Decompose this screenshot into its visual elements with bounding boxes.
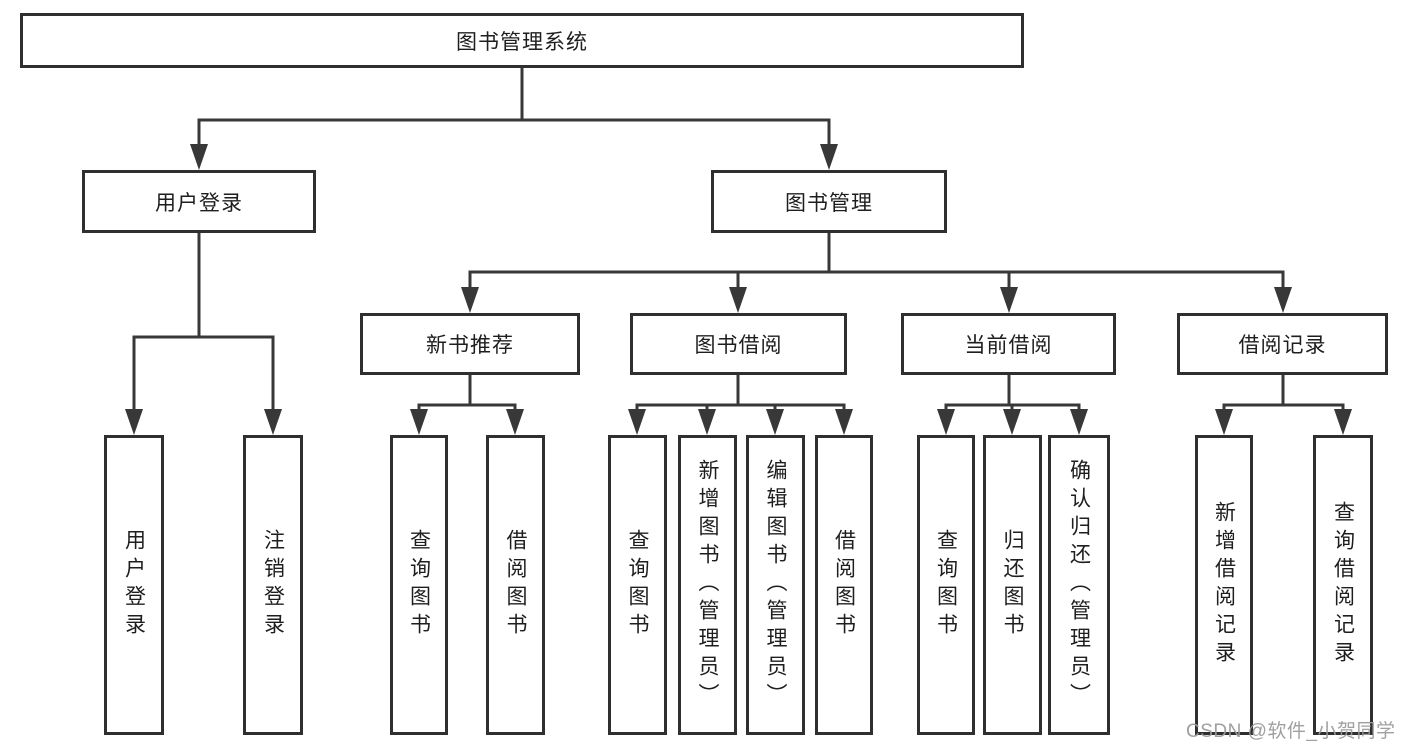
leaf-user-login: 用户登录: [104, 435, 164, 735]
leaf-query-borrow-record: 查询借阅记录: [1313, 435, 1373, 735]
connector-book-management: [468, 231, 1285, 292]
node-label: 借阅记录: [1238, 334, 1327, 357]
leaf-label: 查询借阅记录: [1331, 501, 1355, 669]
leaf-label: 借阅图书: [504, 529, 527, 641]
arrowheads-level3: [461, 287, 1292, 313]
csdn-watermark: CSDN @软件_小贺同学: [1186, 721, 1396, 742]
leaf-query-books: 查询图书: [390, 435, 448, 735]
arrowheads-new-book: [410, 409, 524, 435]
leaf-label: 注销登录: [261, 529, 285, 641]
node-user-login: 用户登录: [82, 170, 316, 233]
leaf-borrow-books: 借阅图书: [815, 435, 873, 735]
leaf-query-books: 查询图书: [917, 435, 975, 735]
leaf-add-borrow-record: 新增借阅记录: [1195, 435, 1253, 735]
node-label: 新书推荐: [426, 334, 514, 357]
leaf-confirm-return-admin: 确认归还（管理员）: [1048, 435, 1110, 735]
leaf-label: 用户登录: [122, 529, 146, 641]
connector-borrow-records: [1222, 373, 1345, 414]
node-current-borrow: 当前借阅: [901, 313, 1116, 375]
connector-root-to-level2: [197, 66, 831, 150]
leaf-label: 新增借阅记录: [1212, 501, 1236, 669]
leaf-add-books-admin: 新增图书（管理员）: [678, 435, 737, 735]
node-label: 图书管理系统: [456, 30, 588, 54]
node-label: 当前借阅: [964, 334, 1053, 357]
leaf-label: 查询图书: [934, 529, 958, 641]
leaf-label: 确认归还（管理员）: [1067, 459, 1091, 711]
node-book-borrow: 图书借阅: [630, 313, 847, 375]
arrowheads-borrow-records: [1215, 409, 1352, 435]
leaf-label: 查询图书: [626, 529, 649, 641]
node-label: 图书管理: [785, 191, 873, 215]
arrowheads-level2: [190, 144, 838, 170]
node-book-management: 图书管理: [711, 170, 947, 233]
leaf-label: 新增图书（管理员）: [696, 459, 719, 711]
leaf-query-books: 查询图书: [608, 435, 667, 735]
node-new-book-recommend: 新书推荐: [360, 313, 580, 375]
leaf-label: 借阅图书: [832, 529, 856, 641]
leaf-edit-books-admin: 编辑图书（管理员）: [746, 435, 805, 735]
connector-new-book: [417, 373, 517, 414]
arrowheads-user-login: [125, 409, 282, 435]
arrowheads-book-borrow: [628, 409, 853, 435]
node-label: 图书借阅: [694, 334, 783, 357]
leaf-logout: 注销登录: [243, 435, 303, 735]
node-borrow-records: 借阅记录: [1177, 313, 1388, 375]
arrowheads-current-borrow: [937, 409, 1088, 435]
connector-current-borrow: [944, 373, 1081, 414]
node-library-system: 图书管理系统: [20, 13, 1024, 68]
leaf-label: 归还图书: [1001, 529, 1024, 641]
leaf-label: 查询图书: [407, 529, 431, 641]
leaf-borrow-books: 借阅图书: [486, 435, 545, 735]
leaf-return-books: 归还图书: [983, 435, 1042, 735]
connector-book-borrow: [635, 373, 846, 414]
leaf-label: 编辑图书（管理员）: [764, 459, 787, 711]
connector-user-login: [132, 231, 275, 414]
node-label: 用户登录: [155, 191, 243, 215]
